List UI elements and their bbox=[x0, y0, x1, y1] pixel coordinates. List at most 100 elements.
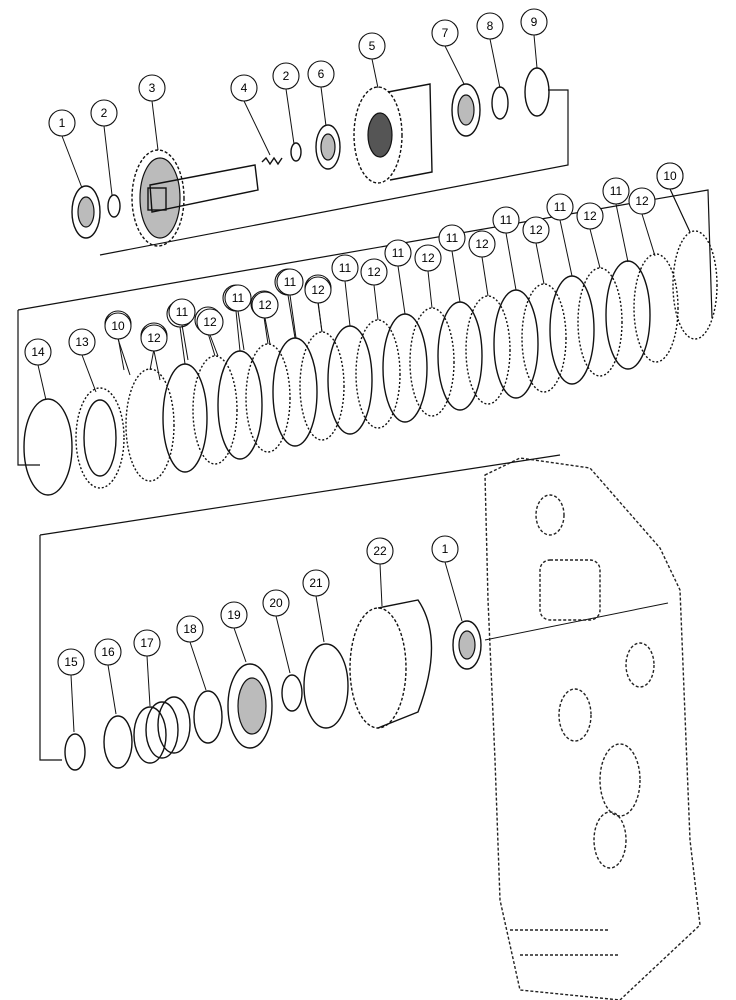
callout-leader-line bbox=[81, 354, 97, 393]
callout-leader-line bbox=[275, 615, 291, 674]
callout-leader-line bbox=[289, 294, 297, 339]
callout-number: 11 bbox=[554, 200, 567, 214]
callout-c12e: 12 bbox=[414, 244, 442, 309]
callout-leader-line bbox=[285, 88, 295, 145]
callout-leader-line bbox=[589, 228, 601, 269]
callout-leader-line bbox=[149, 348, 155, 371]
callout-circle bbox=[220, 601, 248, 629]
callout-number: 5 bbox=[369, 39, 376, 53]
callout-c11a: 11 bbox=[602, 177, 630, 263]
callout-circle bbox=[251, 291, 279, 319]
callout-number: 13 bbox=[75, 335, 89, 349]
callout-c11k: 11 bbox=[276, 268, 304, 339]
callout-circle bbox=[431, 535, 459, 563]
callout-circle bbox=[438, 224, 466, 252]
callout-c8: 8 bbox=[476, 12, 504, 89]
callout-number: 11 bbox=[500, 213, 513, 227]
callout-leader-line bbox=[287, 294, 296, 339]
callout-number: 19 bbox=[227, 608, 241, 622]
callout-circle bbox=[276, 268, 304, 296]
piston-assembly bbox=[64, 599, 669, 771]
callout-circle bbox=[602, 177, 630, 205]
callout-number: 3 bbox=[149, 81, 156, 95]
callout-number: 12 bbox=[475, 237, 489, 251]
callout-circle bbox=[414, 244, 442, 272]
callout-c20: 20 bbox=[262, 589, 291, 674]
callout-number: 20 bbox=[269, 596, 283, 610]
callout-leader-line bbox=[489, 38, 501, 89]
callout-c17: 17 bbox=[133, 629, 161, 707]
callout-leader-line bbox=[451, 250, 461, 303]
callout-leader-line bbox=[615, 203, 629, 263]
callout-circle bbox=[431, 19, 459, 47]
callout-number: 6 bbox=[318, 67, 325, 81]
callout-c11l: 11 bbox=[168, 298, 196, 361]
callout-leader-line bbox=[263, 316, 269, 345]
callout-leader-line bbox=[505, 232, 517, 291]
callout-leader-line bbox=[379, 563, 383, 607]
callout-c12c: 12 bbox=[522, 216, 550, 285]
callout-c12l: 12 bbox=[304, 276, 332, 333]
callout-c12d: 12 bbox=[468, 230, 496, 297]
callout-leader-line bbox=[181, 324, 189, 361]
callout-circle bbox=[304, 276, 332, 304]
callout-number: 17 bbox=[140, 636, 154, 650]
callout-leader-line bbox=[315, 595, 325, 643]
callout-number: 1 bbox=[442, 542, 449, 556]
callout-number: 12 bbox=[583, 209, 597, 223]
callout-c12n: 12 bbox=[196, 308, 224, 357]
callout-leader-line bbox=[641, 213, 656, 257]
callout-c6: 6 bbox=[307, 60, 335, 127]
callout-circle bbox=[138, 74, 166, 102]
callout-c15: 15 bbox=[57, 648, 85, 733]
callout-c11b: 11 bbox=[546, 193, 574, 277]
callout-c19: 19 bbox=[220, 601, 248, 663]
callout-leader-line bbox=[117, 338, 131, 376]
callout-leader-line bbox=[37, 364, 47, 401]
callout-c14: 14 bbox=[24, 338, 52, 401]
callout-number: 21 bbox=[309, 576, 323, 590]
callout-c18: 18 bbox=[176, 615, 207, 691]
callout-number: 7 bbox=[442, 26, 449, 40]
callout-number: 14 bbox=[31, 345, 45, 359]
callout-number: 1 bbox=[59, 116, 66, 130]
callout-leader-line bbox=[209, 334, 219, 357]
callout-leader-line bbox=[233, 627, 247, 663]
callout-circle bbox=[360, 258, 388, 286]
callout-c11d: 11 bbox=[438, 224, 466, 303]
callout-leader-line bbox=[533, 34, 538, 69]
callout-number: 11 bbox=[232, 291, 245, 305]
callout-c7: 7 bbox=[431, 19, 465, 85]
callout-circle bbox=[262, 589, 290, 617]
callout-c12m: 12 bbox=[140, 324, 168, 381]
group-frames bbox=[17, 89, 713, 761]
callout-c12b: 12 bbox=[576, 202, 604, 269]
callout-number: 16 bbox=[101, 645, 115, 659]
callout-c2b: 2 bbox=[272, 62, 300, 145]
callout-leader-line bbox=[397, 265, 406, 315]
callout-circle bbox=[366, 537, 394, 565]
callout-leader-line bbox=[146, 655, 151, 707]
callout-leader-line bbox=[371, 58, 379, 89]
callout-leader-line bbox=[320, 86, 327, 127]
callout-c2a: 2 bbox=[90, 99, 118, 196]
callout-number: 12 bbox=[258, 298, 272, 312]
callout-c10c: 10 bbox=[104, 312, 132, 376]
callout-circle bbox=[224, 284, 252, 312]
callout-leader-line bbox=[444, 561, 463, 622]
callout-number: 12 bbox=[367, 265, 381, 279]
callout-leader-line bbox=[207, 332, 216, 357]
callout-leader-line bbox=[481, 256, 489, 297]
callout-labels: 1234265789101211121112111211121112111211… bbox=[24, 8, 691, 733]
callout-leader-line bbox=[317, 302, 323, 333]
callout-circle bbox=[468, 230, 496, 258]
callout-number: 12 bbox=[635, 194, 649, 208]
callout-circle bbox=[331, 254, 359, 282]
callout-number: 11 bbox=[176, 305, 189, 319]
callout-leader-line bbox=[237, 310, 245, 351]
callout-c11c: 11 bbox=[492, 206, 520, 291]
callout-c3: 3 bbox=[138, 74, 166, 151]
callout-leader-line bbox=[107, 664, 117, 715]
transmission-housing bbox=[484, 457, 701, 1000]
callout-circle bbox=[133, 629, 161, 657]
